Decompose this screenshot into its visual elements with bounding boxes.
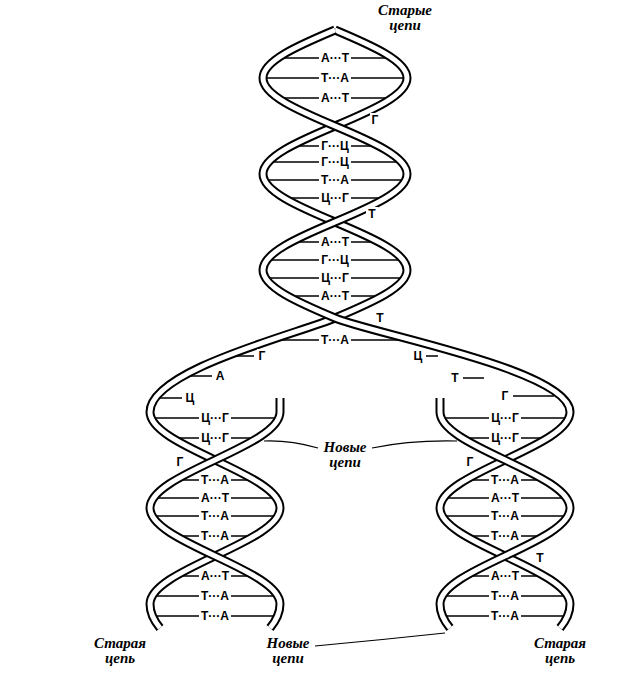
base-label: Ц···Г: [199, 431, 231, 445]
leader-line: [264, 441, 318, 448]
base-label: А···Т: [319, 289, 351, 303]
base-label: Г: [465, 455, 476, 469]
base-label: Т: [534, 551, 545, 565]
base-label: Т: [366, 207, 377, 221]
base-label: Ц: [184, 391, 197, 405]
old-strand-edge: [263, 30, 570, 628]
base-label: Т···А: [489, 609, 521, 623]
base-label: Ц···Г: [489, 411, 521, 425]
base-label: А: [214, 369, 227, 383]
base-label: Т···А: [199, 473, 231, 487]
base-stub: [426, 355, 438, 357]
base-label: Ц···Г: [489, 431, 521, 445]
base-label: Ц: [412, 349, 425, 363]
base-label: А···Т: [489, 491, 521, 505]
strand-label: Новые цепи: [265, 635, 312, 667]
base-label: Г: [175, 455, 186, 469]
old-strand-fill: [263, 30, 570, 628]
base-stub: [463, 377, 484, 379]
base-label: А···Т: [319, 235, 351, 249]
base-label: Т···А: [199, 529, 231, 543]
base-label: Т···А: [319, 173, 351, 187]
base-label: Т···А: [489, 473, 521, 487]
base-label: А···Т: [199, 569, 231, 583]
base-label: Т···А: [489, 509, 521, 523]
base-label: Г···Ц: [319, 253, 351, 267]
base-label: Ц···Г: [199, 411, 231, 425]
base-label: Т: [449, 371, 460, 385]
new-strand-fill: [150, 398, 280, 628]
new-strand-fill: [440, 398, 570, 628]
base-label: Т: [374, 311, 385, 325]
base-label: А···Т: [319, 91, 351, 105]
new-strand-edge: [150, 398, 280, 628]
base-label: Т···А: [199, 509, 231, 523]
base-label: Т···А: [199, 609, 231, 623]
base-label: Т···А: [319, 333, 351, 347]
base-label: Т···А: [319, 71, 351, 85]
base-label: Г···Ц: [319, 139, 351, 153]
base-label: А···Т: [319, 51, 351, 65]
base-label: А···Т: [489, 569, 521, 583]
base-label: Г: [257, 349, 268, 363]
base-label: Г: [500, 389, 511, 403]
base-label: Ц···Г: [319, 191, 351, 205]
base-label: Ц···Г: [319, 271, 351, 285]
new-strand-edge: [440, 398, 570, 628]
base-stub: [513, 395, 554, 397]
strand-label: Новые цепи: [322, 439, 369, 471]
leader-line: [315, 633, 445, 646]
base-label: Т···А: [489, 529, 521, 543]
base-label: Г···Ц: [319, 155, 351, 169]
base-label: Т···А: [199, 589, 231, 603]
base-label: А···Т: [199, 491, 231, 505]
strand-label: Старые цепи: [376, 2, 434, 34]
strand-label: Старая цепь: [92, 635, 148, 667]
base-label: Т···А: [489, 589, 521, 603]
leader-line: [372, 441, 457, 448]
strand-label: Старая цепь: [532, 635, 588, 667]
base-label: Г: [370, 113, 381, 127]
